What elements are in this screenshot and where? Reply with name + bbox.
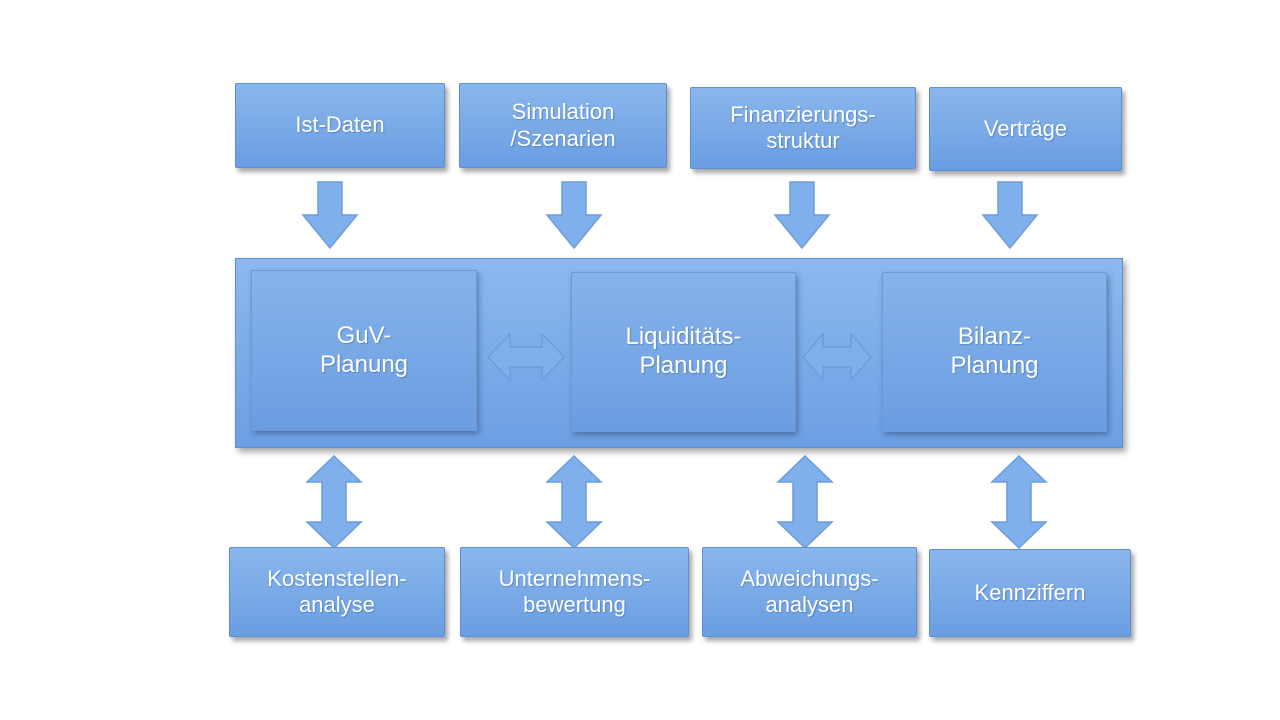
arrow-down-icon [773,181,831,250]
double-arrow-vertical-icon [545,454,603,550]
planning-liquiditaet: Liquiditäts- Planung [571,272,796,432]
input-ist-daten: Ist-Daten [235,83,445,168]
arrow-down-icon [301,181,359,250]
output-kennziffern: Kennziffern [929,549,1131,637]
output-kostenstellenanalyse: Kostenstellen- analyse [229,547,445,637]
double-arrow-vertical-icon [305,454,363,550]
output-unternehmensbewertung: Unternehmens- bewertung [460,547,689,637]
input-finanzierungsstruktur: Finanzierungs- struktur [690,87,916,169]
double-arrow-vertical-icon [776,454,834,550]
input-vertraege: Verträge [929,87,1122,171]
double-arrow-vertical-icon [990,454,1048,550]
double-arrow-horizontal-icon [486,332,566,382]
arrow-down-icon [981,181,1039,250]
input-simulation-szenarien: Simulation /Szenarien [459,83,667,168]
arrow-down-icon [545,181,603,250]
output-abweichungsanalysen: Abweichungs- analysen [702,547,917,637]
planning-bilanz: Bilanz- Planung [882,272,1107,432]
double-arrow-horizontal-icon [802,331,872,383]
planning-guv: GuV- Planung [251,270,477,431]
